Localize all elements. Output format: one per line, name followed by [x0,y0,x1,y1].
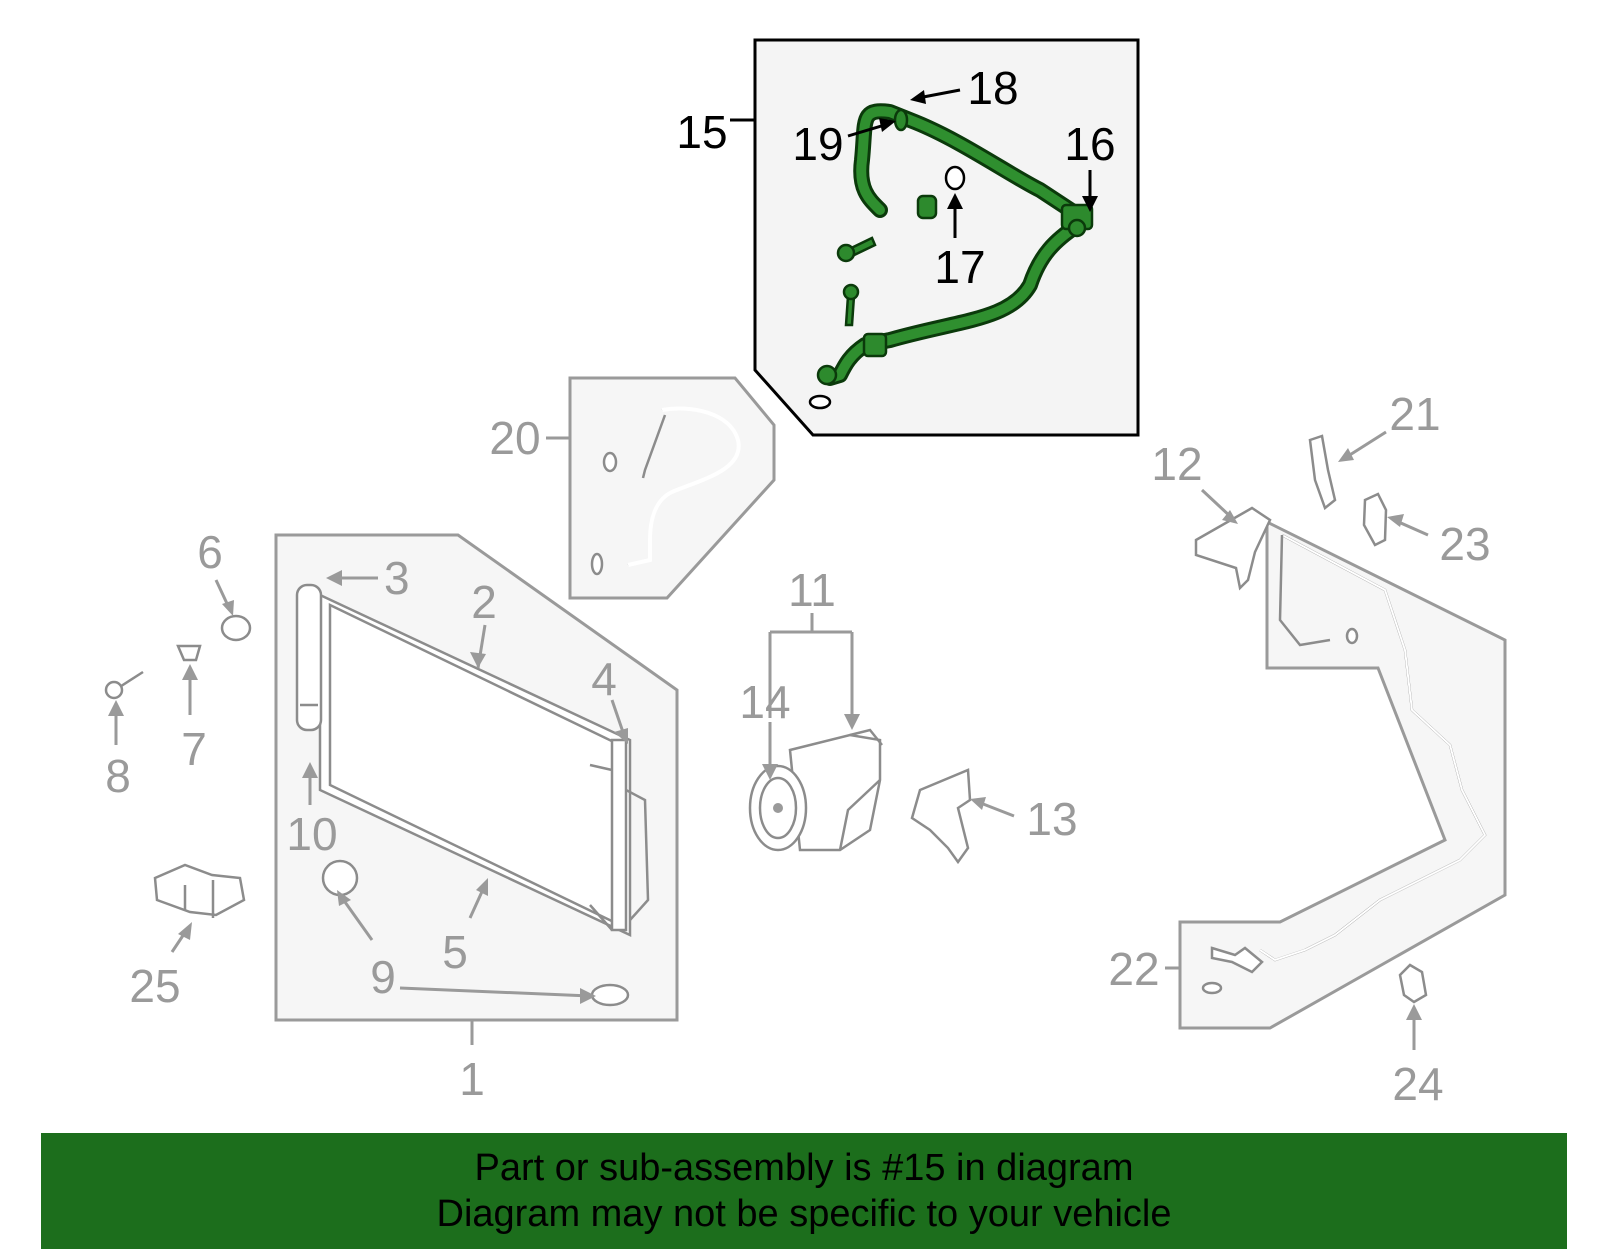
banner-line-1: Part or sub-assembly is #15 in diagram [474,1147,1134,1189]
info-banner: Part or sub-assembly is #15 in diagram D… [41,1133,1567,1249]
callout-2[interactable]: 2 [470,576,497,669]
callout-18[interactable]: 18 [910,62,1019,114]
callout-11[interactable]: 11 [770,564,860,730]
callout-4-label: 4 [591,653,617,705]
callout-12[interactable]: 12 [1151,438,1272,591]
callout-21-label: 21 [1389,388,1440,440]
callout-17[interactable]: 17 [934,193,986,293]
callout-8[interactable]: 8 [104,670,144,802]
callout-16[interactable]: 16 [1064,118,1116,212]
banner-line-2: Diagram may not be specific to your vehi… [436,1193,1172,1235]
callout-22[interactable]: 22 [1108,943,1180,995]
callout-17-label: 17 [934,241,985,293]
callout-21[interactable]: 21 [1308,388,1441,511]
callout-9-label: 9 [370,951,396,1003]
callout-19[interactable]: 19 [792,118,896,170]
callout-24[interactable]: 24 [1392,963,1444,1110]
callout-16-label: 16 [1064,118,1115,170]
highlighted-panel-15[interactable] [753,38,1140,437]
callout-10[interactable]: 10 [286,762,338,860]
compressor-assembly[interactable] [748,728,883,852]
callout-25[interactable]: 25 [129,863,246,1012]
callout-4[interactable]: 4 [591,653,628,744]
callout-6[interactable]: 6 [197,526,252,642]
callout-8-label: 8 [105,750,131,802]
callout-7-label: 7 [181,723,207,775]
callout-7[interactable]: 7 [176,644,207,775]
callout-23-label: 23 [1439,518,1490,570]
callout-19-label: 19 [792,118,843,170]
callout-11-label: 11 [788,564,836,616]
callout-1[interactable]: 1 [459,1020,485,1105]
callout-14-label: 14 [739,676,790,728]
callout-15[interactable]: 15 [676,106,755,158]
callout-2-label: 2 [471,576,497,628]
callout-20-label: 20 [489,412,540,464]
callout-23[interactable]: 23 [1362,492,1491,570]
callout-25-label: 25 [129,960,180,1012]
callout-3-label: 3 [384,552,410,604]
hose-assembly-22[interactable] [1178,519,1507,1030]
callout-13[interactable]: 13 [910,768,1078,865]
callout-13-label: 13 [1026,793,1077,845]
callout-22-label: 22 [1108,943,1159,995]
callout-1-label: 1 [459,1053,485,1105]
callout-9[interactable]: 9 [321,859,630,1007]
callout-24-label: 24 [1392,1058,1443,1110]
hose-assembly-20[interactable] [568,376,776,600]
callout-18-label: 18 [967,62,1018,114]
callout-6-label: 6 [197,526,223,578]
callout-12-label: 12 [1151,438,1202,490]
callout-10-label: 10 [286,808,337,860]
callout-20[interactable]: 20 [489,412,570,464]
callout-5[interactable]: 5 [442,878,488,978]
callout-14[interactable]: 14 [739,632,791,780]
condenser-assembly[interactable] [274,533,679,1022]
callout-3[interactable]: 3 [326,552,410,604]
callout-15-label: 15 [676,106,727,158]
callout-5-label: 5 [442,926,468,978]
